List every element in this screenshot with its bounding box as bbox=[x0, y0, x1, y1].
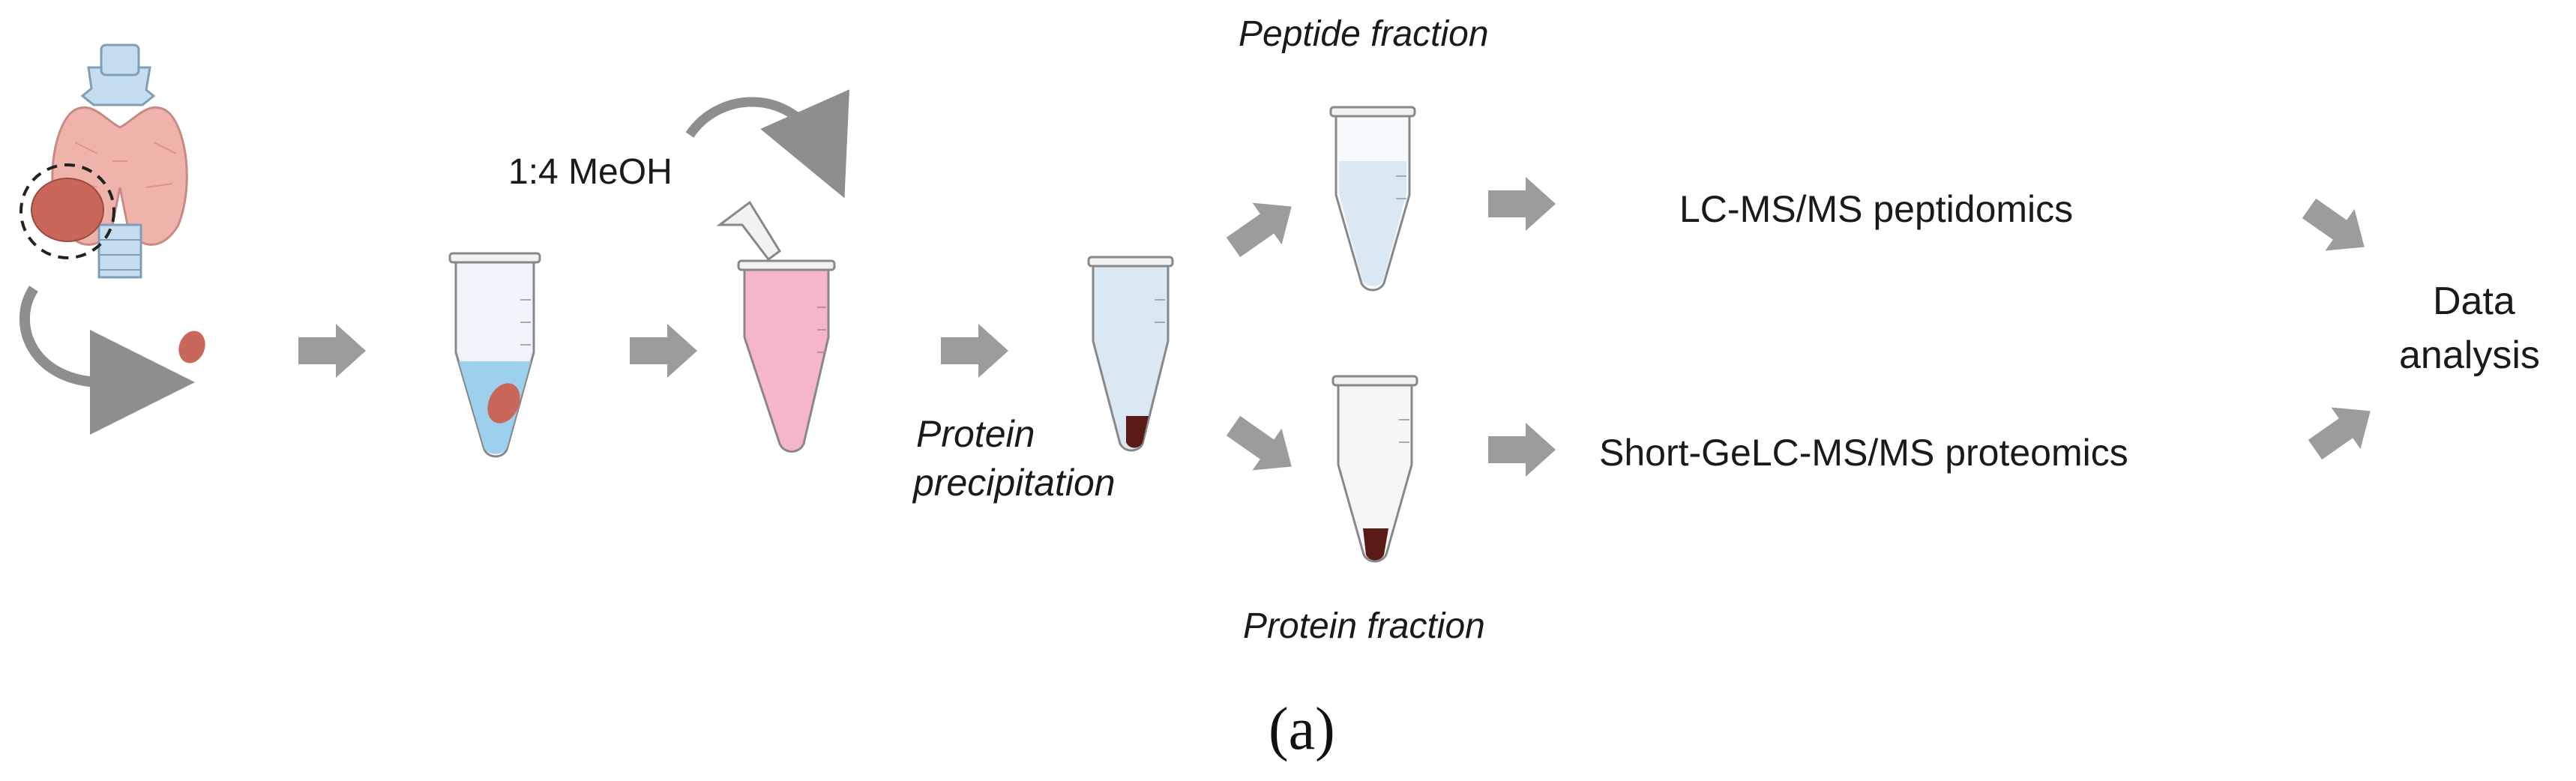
block-arrow-icon bbox=[2302, 198, 2365, 251]
data-analysis-label-line2: analysis bbox=[2399, 334, 2540, 377]
curved-arrow-icon bbox=[685, 89, 849, 199]
microtube-icon bbox=[1329, 106, 1416, 292]
pellet-icon bbox=[1363, 528, 1388, 561]
block-arrow-icon bbox=[941, 324, 1008, 378]
tissue-sample-icon bbox=[178, 331, 205, 364]
block-arrow-icon bbox=[1226, 415, 1292, 471]
block-arrow-icon bbox=[1488, 177, 1556, 231]
microtube-icon bbox=[448, 252, 541, 458]
block-arrow-icon bbox=[298, 324, 366, 378]
step-label-precipitation-line2: precipitation bbox=[913, 462, 1116, 504]
step-label-precipitation-line1: Protein bbox=[916, 413, 1035, 455]
thyroid-icon bbox=[19, 43, 188, 279]
block-arrow-icon bbox=[1226, 202, 1292, 258]
lcms-peptidomics-label: LC-MS/MS peptidomics bbox=[1679, 188, 2074, 230]
microtube-icon bbox=[1087, 256, 1174, 452]
microtube-icon bbox=[716, 200, 836, 453]
block-arrow-icon bbox=[2308, 407, 2371, 460]
protein-fraction-label: Protein fraction bbox=[1243, 606, 1485, 646]
curved-arrow-icon bbox=[19, 286, 195, 435]
block-arrow-icon bbox=[1488, 423, 1556, 477]
gelc-proteomics-label: Short-GeLC-MS/MS proteomics bbox=[1599, 432, 2128, 474]
pellet-icon bbox=[1126, 416, 1149, 448]
data-analysis-label-line1: Data bbox=[2433, 280, 2515, 323]
microtube-icon bbox=[1331, 375, 1418, 563]
reagent-label: 1:4 MeOH bbox=[508, 152, 672, 192]
block-arrow-icon bbox=[630, 324, 697, 378]
peptide-fraction-label: Peptide fraction bbox=[1239, 14, 1489, 54]
panel-label: (a) bbox=[1269, 696, 1335, 762]
